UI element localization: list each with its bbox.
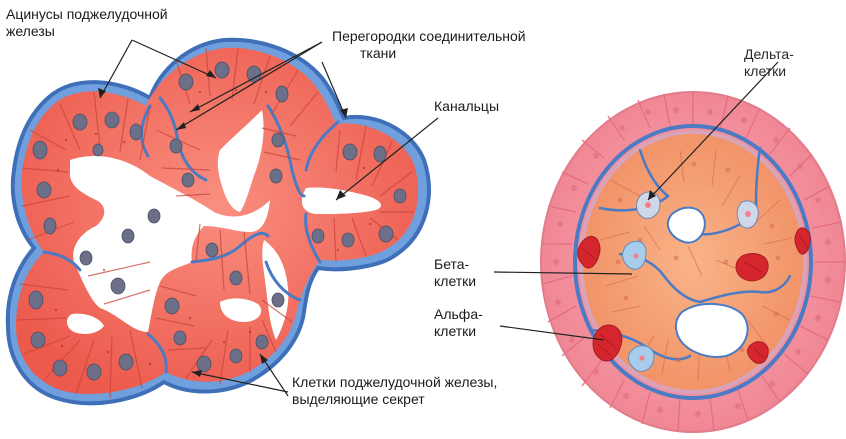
label-alpha-line1: Альфа-	[434, 306, 483, 323]
label-septa: Перегородки соединительной ткани	[332, 28, 526, 62]
label-delta-line2: клетки	[744, 63, 794, 80]
pancreatic-acini-illustration	[8, 40, 429, 403]
label-secretory-line1: Клетки поджелудочной железы,	[292, 374, 497, 391]
label-alpha-line2: клетки	[434, 323, 483, 340]
label-delta-line1: Дельта-	[744, 46, 794, 63]
label-acini-line2: железы	[6, 23, 168, 40]
label-acini-line1: Ацинусы поджелудочной	[6, 6, 168, 23]
label-beta-line1: Бета-	[434, 256, 476, 273]
label-beta-line2: клетки	[434, 273, 476, 290]
label-ducts: Канальцы	[434, 98, 499, 115]
islet-of-langerhans-illustration	[541, 92, 845, 432]
label-septa-line1: Перегородки соединительной	[332, 28, 526, 45]
label-acini: Ацинусы поджелудочной железы	[6, 6, 168, 40]
label-beta: Бета- клетки	[434, 256, 476, 290]
label-secretory: Клетки поджелудочной железы, выделяющие …	[292, 374, 497, 408]
label-septa-line2: ткани	[332, 45, 526, 62]
label-secretory-line2: выделяющие секрет	[292, 391, 497, 408]
label-delta: Дельта- клетки	[744, 46, 794, 80]
label-ducts-line1: Канальцы	[434, 98, 499, 115]
label-alpha: Альфа- клетки	[434, 306, 483, 340]
